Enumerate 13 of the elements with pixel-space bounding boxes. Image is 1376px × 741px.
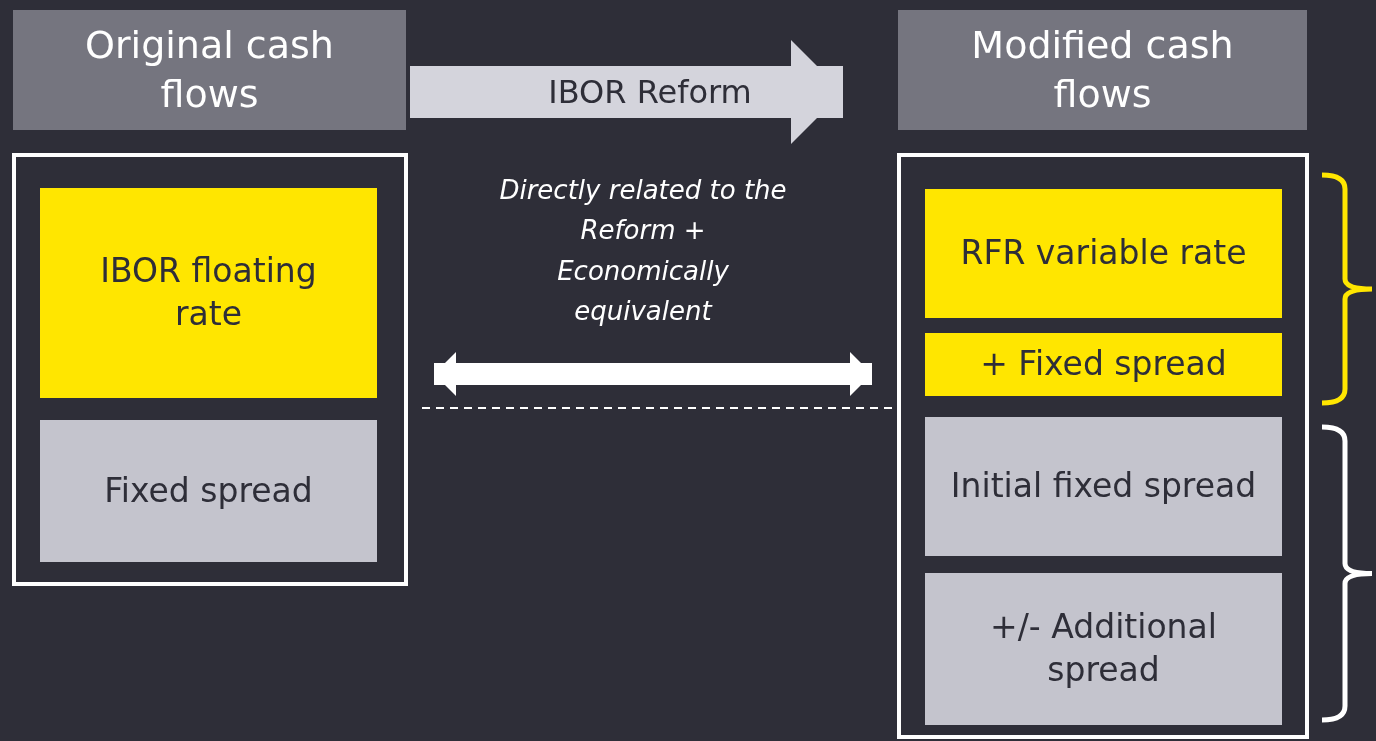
edge-label: IBOR Reform xyxy=(547,72,753,113)
block-arrow xyxy=(410,40,843,144)
rate-box: RFR variable rate xyxy=(925,189,1282,318)
spread-box: Fixed spread xyxy=(40,420,377,562)
group-frame xyxy=(897,153,1309,739)
rate-box: + Fixed spread xyxy=(925,333,1282,396)
spread-box: +/- Additional spread xyxy=(925,573,1282,725)
header-box: Modified cash flows xyxy=(898,10,1307,130)
header-box: Original cash flows xyxy=(13,10,406,130)
rate-box: IBOR floating rate xyxy=(40,188,377,398)
spread-box: Initial fixed spread xyxy=(925,417,1282,556)
double-arrow xyxy=(434,352,872,396)
group-frame xyxy=(12,153,408,586)
